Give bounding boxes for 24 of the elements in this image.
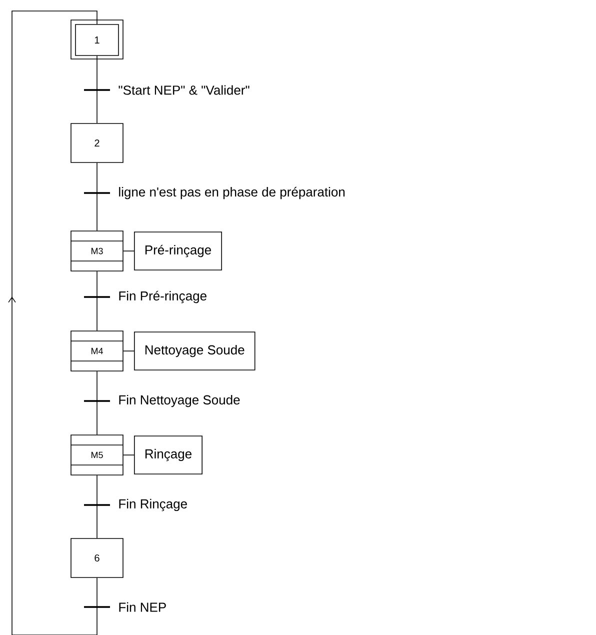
link-line <box>123 350 134 352</box>
action-box: Pré-rinçage <box>134 232 222 270</box>
step-box: 2 <box>70 123 124 163</box>
macro-step-box: M4 <box>70 330 124 372</box>
transition-condition: ligne n'est pas en phase de préparation <box>119 186 345 200</box>
link-line <box>96 271 98 331</box>
link-line <box>123 454 134 456</box>
macro-step-box: M3 <box>70 230 124 272</box>
transition-condition: Fin NEP <box>119 602 166 612</box>
transition-condition: Fin Rinçage <box>119 498 187 512</box>
link-line <box>96 371 98 435</box>
macro-step-box: M5 <box>70 434 124 476</box>
return-loop-line <box>8 10 98 635</box>
action-box: Rinçage <box>134 436 202 474</box>
step-box: 6 <box>70 538 124 578</box>
transition-condition: "Start NEP" & "Valider" <box>118 85 250 95</box>
transition-condition: Fin Nettoyage Soude <box>119 394 240 408</box>
initial-step-box: 1 <box>70 20 124 60</box>
action-box: Nettoyage Soude <box>134 332 256 370</box>
link-line <box>96 162 98 231</box>
link-line <box>96 475 98 538</box>
transition-condition: Fin Pré-rinçage <box>119 290 206 304</box>
link-line <box>96 56 98 124</box>
link-line <box>123 250 134 252</box>
